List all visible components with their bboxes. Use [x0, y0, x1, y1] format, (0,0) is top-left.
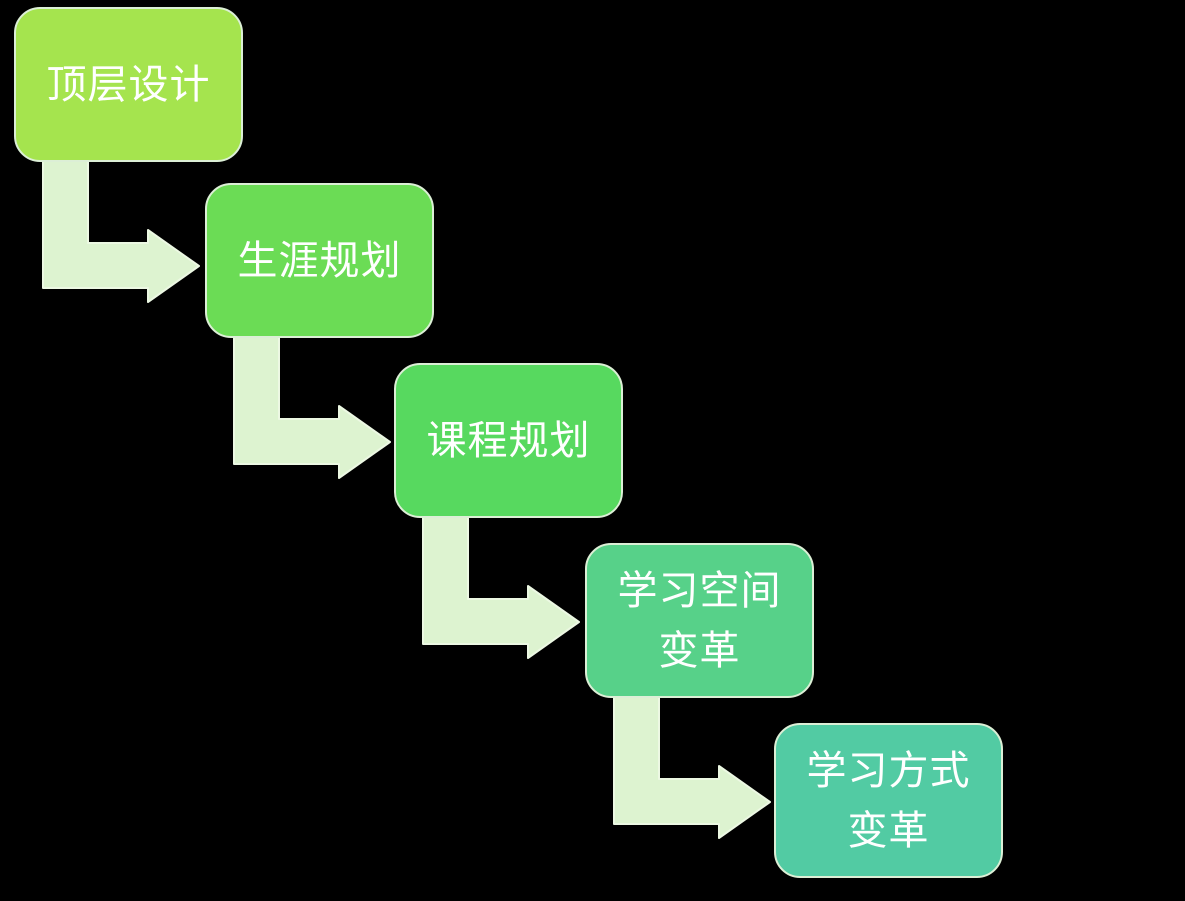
- step-label: 课程规划: [426, 418, 591, 463]
- elbow-arrow-1: [42, 158, 200, 303]
- step-label: 顶层设计: [46, 62, 211, 107]
- step-label: 学习方式 变革: [806, 748, 971, 853]
- step-box-learning-space-reform[interactable]: 学习空间 变革: [585, 543, 814, 698]
- step-box-career-planning[interactable]: 生涯规划: [205, 183, 434, 338]
- step-box-learning-style-reform[interactable]: 学习方式 变革: [774, 723, 1003, 878]
- step-label: 学习空间 变革: [617, 568, 782, 673]
- elbow-arrow-4: [613, 694, 771, 839]
- elbow-arrow-3: [422, 514, 580, 659]
- step-box-curriculum-planning[interactable]: 课程规划: [394, 363, 623, 518]
- step-label: 生涯规划: [237, 238, 402, 283]
- elbow-arrow-2: [233, 334, 391, 479]
- step-box-top-level-design[interactable]: 顶层设计: [14, 7, 243, 162]
